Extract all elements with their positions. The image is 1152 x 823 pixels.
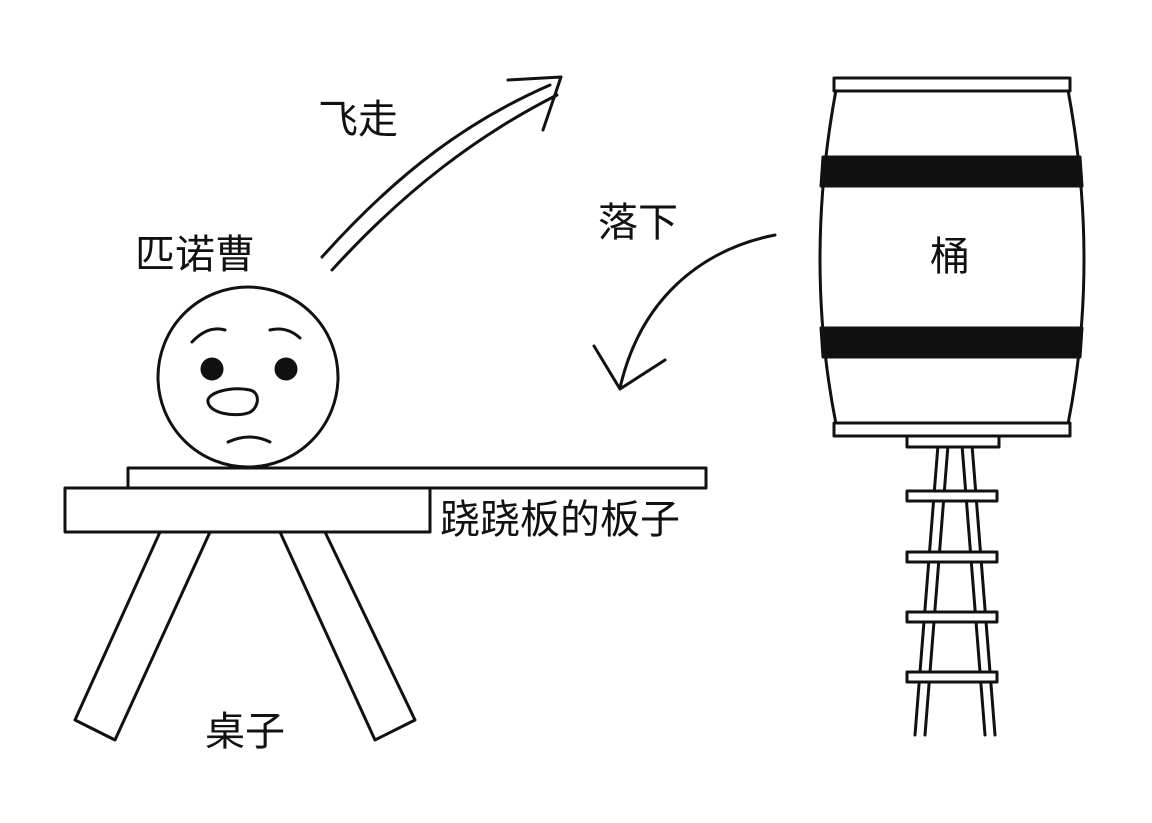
table-top [63,486,432,534]
barrel-rim-top [832,76,1072,93]
ladder-rung [905,670,999,684]
barrel-band-upper [819,155,1084,188]
fall-down-arrow [592,233,777,391]
eye-left [200,357,224,381]
mouth [226,435,272,444]
ladder [905,443,999,737]
fall-down-arrowhead [592,344,667,391]
barrel-band-lower [819,326,1084,359]
eye-right [274,357,298,381]
fly-away-arrowhead [506,75,563,132]
label-seesaw-board: 跷跷板的板子 [440,497,680,543]
label-pinocchio: 匹诺曹 [135,232,255,278]
eyebrow-right [268,327,302,340]
pinocchio-head [156,285,340,469]
table-leg-left [73,530,212,742]
label-table: 桌子 [205,709,285,755]
label-fall-down: 落下 [598,200,678,246]
ladder-rung [905,489,999,503]
nose [206,387,259,417]
table-leg-right [278,530,417,742]
label-fly-away: 飞走 [318,97,398,143]
ladder-rung [905,550,999,564]
ladder-rung [905,610,999,624]
barrel-rim-bottom [832,421,1072,438]
label-barrel: 桶 [930,234,970,280]
barrel [818,76,1086,438]
fly-away-arrow [320,75,563,272]
seesaw-board [126,466,708,490]
eyebrow-left [190,327,227,344]
head-circle [156,285,340,469]
